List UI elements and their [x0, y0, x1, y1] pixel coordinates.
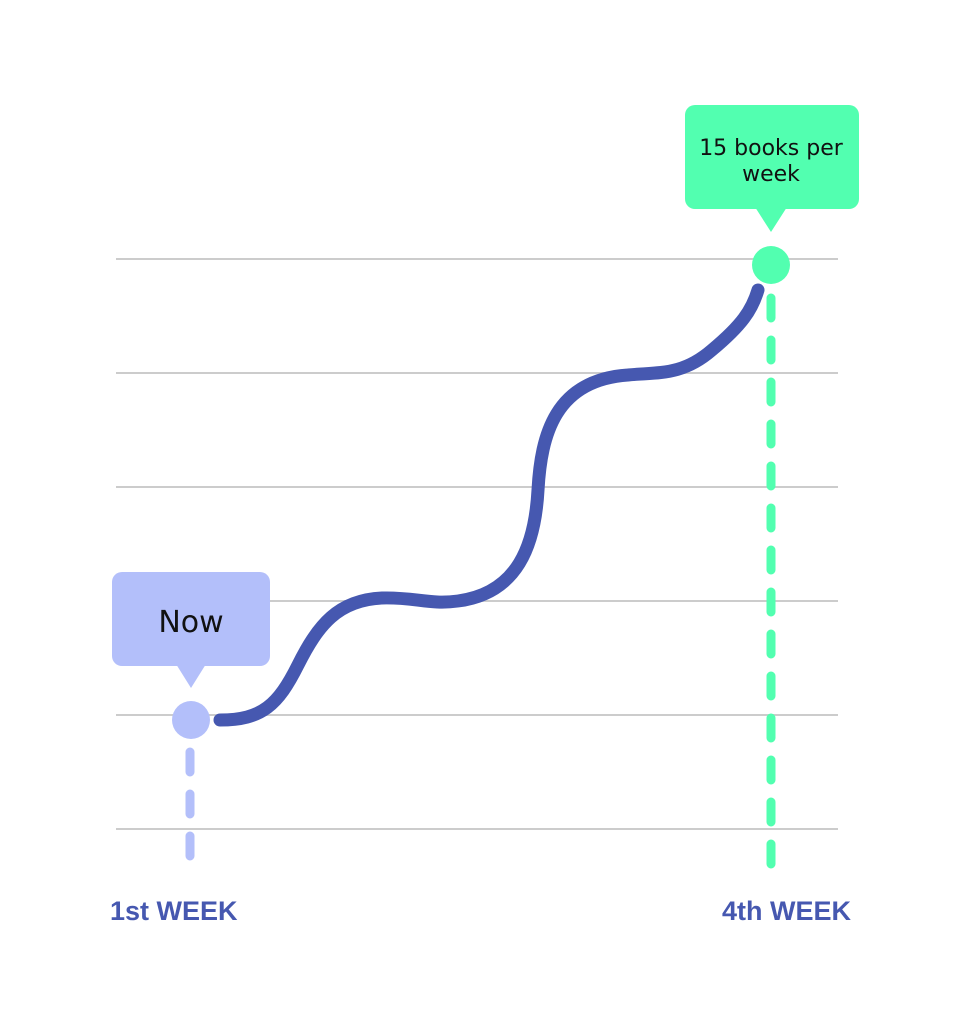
start-callout-pointer [176, 664, 206, 688]
end-marker [752, 246, 790, 284]
end-callout: 15 books per week [685, 105, 859, 232]
end-callout-label-line-1: 15 books per [699, 136, 844, 161]
growth-line [213, 283, 765, 727]
end-callout-box [685, 105, 859, 209]
start-callout: Now [112, 572, 270, 688]
end-callout-label-line-2: week [742, 162, 800, 187]
end-callout-pointer [755, 207, 787, 232]
x-axis-label-end: 4th WEEK [722, 896, 852, 926]
gridlines [116, 258, 838, 830]
start-callout-box [112, 572, 270, 666]
start-marker [172, 701, 210, 739]
x-axis-label-start: 1st WEEK [110, 896, 238, 926]
start-callout-label: Now [158, 605, 223, 640]
